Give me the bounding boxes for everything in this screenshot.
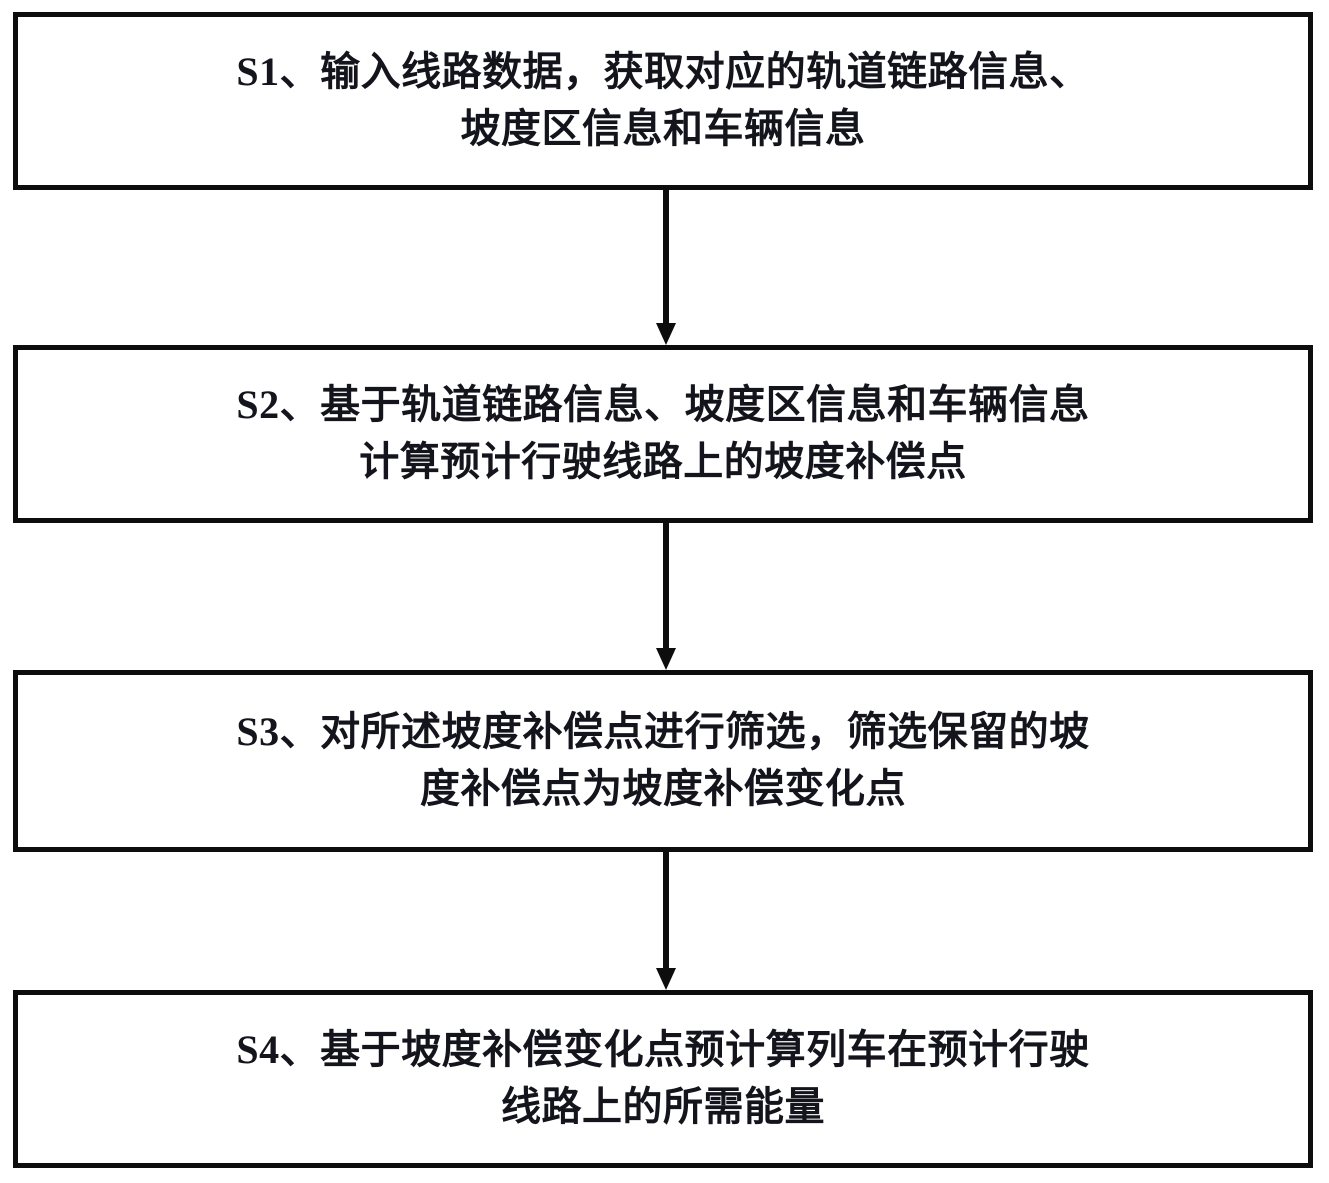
connector-line	[663, 523, 669, 655]
flow-step-s1-label: S1、输入线路数据，获取对应的轨道链路信息、 坡度区信息和车辆信息	[236, 49, 1090, 151]
flow-step-s1: S1、输入线路数据，获取对应的轨道链路信息、 坡度区信息和车辆信息	[13, 12, 1313, 190]
connector-line	[663, 190, 669, 330]
connector-s3-to-s4	[656, 852, 676, 990]
connector-s2-to-s3	[656, 523, 676, 670]
flow-step-s3: S3、对所述坡度补偿点进行筛选，筛选保留的坡 度补偿点为坡度补偿变化点	[13, 670, 1313, 852]
arrow-head-icon	[656, 648, 676, 670]
flow-step-s3-label: S3、对所述坡度补偿点进行筛选，筛选保留的坡 度补偿点为坡度补偿变化点	[236, 709, 1090, 811]
flow-step-s4: S4、基于坡度补偿变化点预计算列车在预计行驶 线路上的所需能量	[13, 990, 1313, 1168]
connector-line	[663, 852, 669, 975]
flow-step-s2: S2、基于轨道链路信息、坡度区信息和车辆信息 计算预计行驶线路上的坡度补偿点	[13, 345, 1313, 523]
connector-s1-to-s2	[656, 190, 676, 345]
flow-step-s4-label: S4、基于坡度补偿变化点预计算列车在预计行驶 线路上的所需能量	[236, 1027, 1090, 1129]
arrow-head-icon	[656, 323, 676, 345]
arrow-head-icon	[656, 968, 676, 990]
flow-step-s2-label: S2、基于轨道链路信息、坡度区信息和车辆信息 计算预计行驶线路上的坡度补偿点	[236, 382, 1090, 484]
